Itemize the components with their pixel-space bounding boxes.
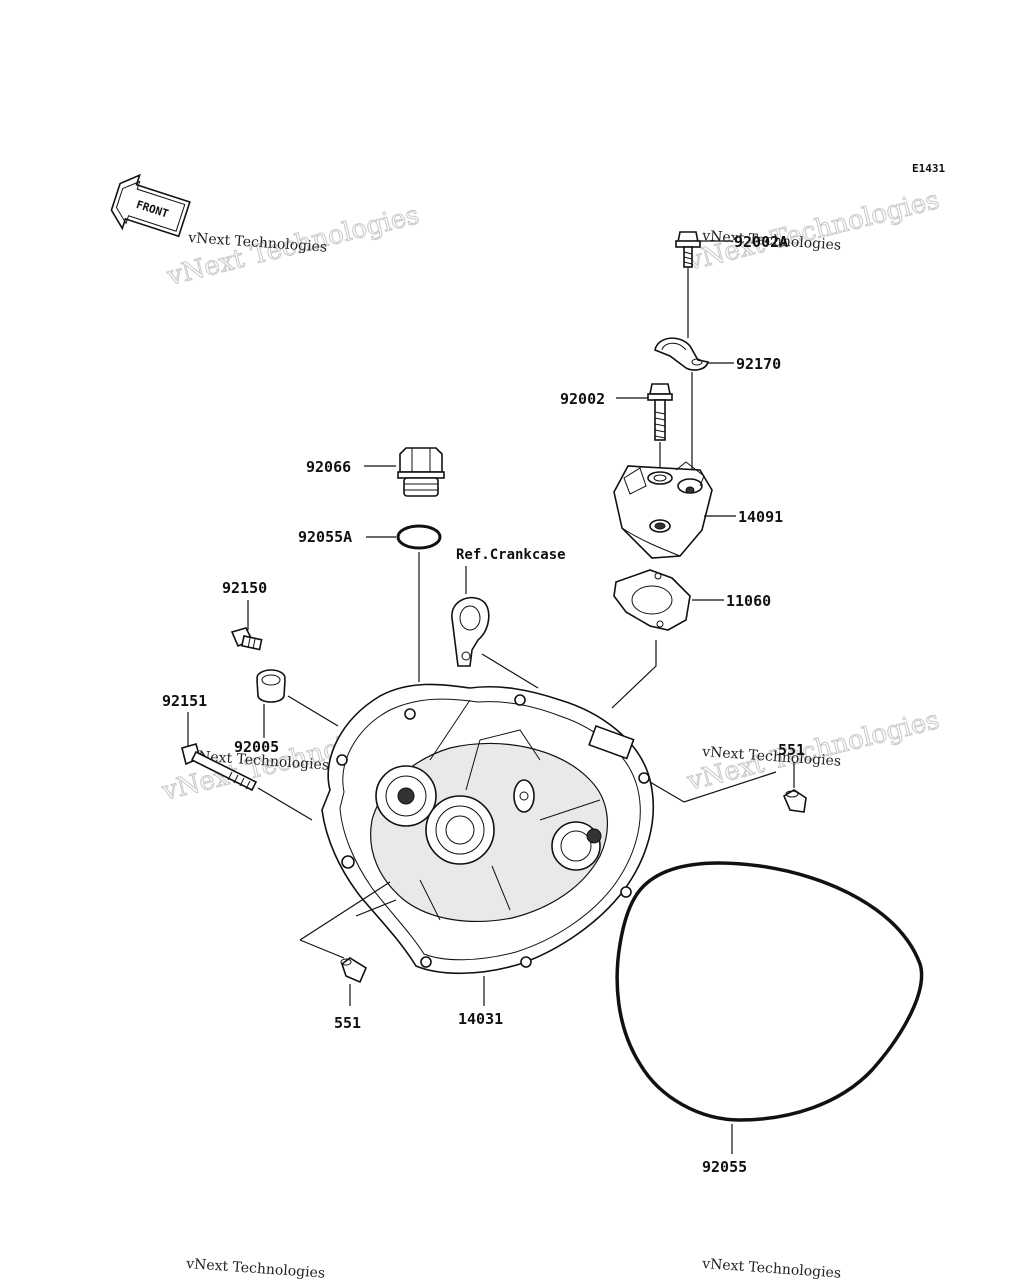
callout-92002: 92002 <box>560 390 605 408</box>
diagram-code: E1431 <box>912 162 945 175</box>
callout-92151: 92151 <box>162 692 207 710</box>
reference-crankcase-label: Ref.Crankcase <box>456 547 566 563</box>
callout-14091: 14091 <box>738 508 783 526</box>
bolt-92150 <box>230 627 263 651</box>
callout-551-left: 551 <box>334 1014 361 1032</box>
callout-92055: 92055 <box>702 1158 747 1176</box>
plug-92005 <box>256 669 286 703</box>
callout-92005: 92005 <box>234 738 279 756</box>
callout-551-right: 551 <box>778 741 805 759</box>
bolt-92151 <box>181 743 258 792</box>
callout-14031: 14031 <box>458 1010 503 1028</box>
callout-92150: 92150 <box>222 579 267 597</box>
gasket-11060 <box>613 569 691 631</box>
callout-92066: 92066 <box>306 458 351 476</box>
cap-14091 <box>613 461 713 559</box>
callout-92170: 92170 <box>736 355 781 373</box>
bolt-92002 <box>647 383 673 441</box>
callout-92002a: 92002A <box>734 233 788 251</box>
o-ring-92055a <box>396 524 442 550</box>
front-arrow-icon: FRONT <box>110 173 191 238</box>
watermark-text: vNext Technologies <box>701 1256 842 1280</box>
watermark-text: vNext Technologies <box>185 1256 326 1280</box>
dowel-pin-551-left <box>340 957 368 984</box>
clutch-cover-14031 <box>321 683 654 975</box>
bolt-92002a <box>675 231 701 268</box>
bracket-ref-crankcase <box>451 596 490 667</box>
clamp-92170 <box>654 337 709 371</box>
gasket-92055 <box>615 861 924 1122</box>
callout-11060: 11060 <box>726 592 771 610</box>
plug-92066 <box>397 447 445 497</box>
dowel-pin-551-right <box>782 789 807 813</box>
callout-92055a: 92055A <box>298 528 352 546</box>
